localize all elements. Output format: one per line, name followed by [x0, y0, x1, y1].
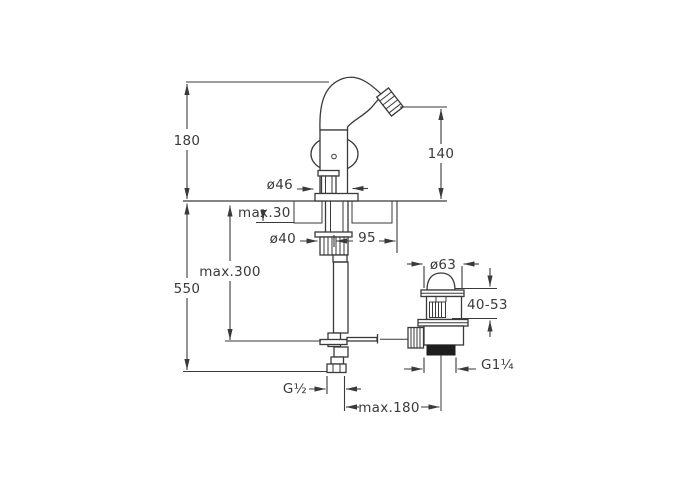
countertop-hatch-left: [293, 200, 323, 224]
drain-lower-body: [423, 325, 465, 346]
hose-end-fitting: [330, 356, 345, 365]
dim-180-label: 180: [174, 133, 201, 149]
dim-95-label: 95: [358, 230, 376, 246]
dim-g1-2: G½: [283, 376, 361, 411]
bidet-mixer: [310, 76, 408, 374]
rod-knob: [407, 326, 425, 349]
dim-40-53: 40-53: [452, 268, 508, 337]
dim-max30-label: max.30: [238, 205, 291, 221]
dim-40-53-label: 40-53: [467, 297, 508, 313]
cartridge-boss: [317, 169, 340, 195]
dim-dia46: ø46: [267, 177, 368, 193]
spout: [319, 76, 383, 131]
mounting-shank: [324, 201, 349, 232]
drain-mid-flange: [417, 318, 469, 327]
hose-neck: [332, 254, 348, 263]
dim-dia46-label: ø46: [267, 177, 293, 193]
dim-max180-label: max.180: [358, 400, 420, 416]
dim-max300-label: max.300: [199, 264, 261, 280]
dim-dia40: ø40: [270, 231, 318, 247]
dim-140: 140: [400, 106, 455, 199]
dim-max300: max.300: [199, 205, 321, 342]
dim-g1-1-4: G1¼: [404, 357, 514, 373]
supply-hose-lower: [333, 346, 349, 358]
dim-dia63-label: ø63: [430, 257, 456, 273]
dim-max180: max.180: [346, 400, 440, 416]
pop-up-rod: [346, 334, 408, 344]
dim-max30: max.30: [238, 205, 294, 224]
aerator: [375, 87, 405, 117]
countertop: [183, 200, 447, 224]
handle-screw-dot: [331, 153, 337, 160]
dim-dia40-label: ø40: [270, 231, 296, 247]
drain-plug-dome: [426, 272, 456, 291]
dim-550: 550: [174, 203, 327, 373]
dim-g1-1-4-label: G1¼: [481, 357, 514, 373]
drain-thread: [426, 344, 456, 356]
drain-top-flange: [420, 289, 465, 298]
dim-140-label: 140: [428, 146, 455, 162]
base-flange: [314, 192, 359, 202]
dim-550-label: 550: [174, 281, 201, 297]
dim-95: 95: [333, 201, 398, 253]
rod-clamp: [319, 332, 348, 348]
drain-upper-body: [425, 295, 463, 321]
countertop-hatch-right: [351, 200, 393, 224]
dim-g1-2-label: G½: [283, 381, 307, 397]
pop-up-waste: [407, 272, 469, 411]
dim-dia63: ø63: [407, 257, 479, 288]
dim-180: 180: [174, 81, 329, 199]
hose-nut: [326, 363, 347, 374]
supply-hose-upper: [332, 261, 349, 334]
